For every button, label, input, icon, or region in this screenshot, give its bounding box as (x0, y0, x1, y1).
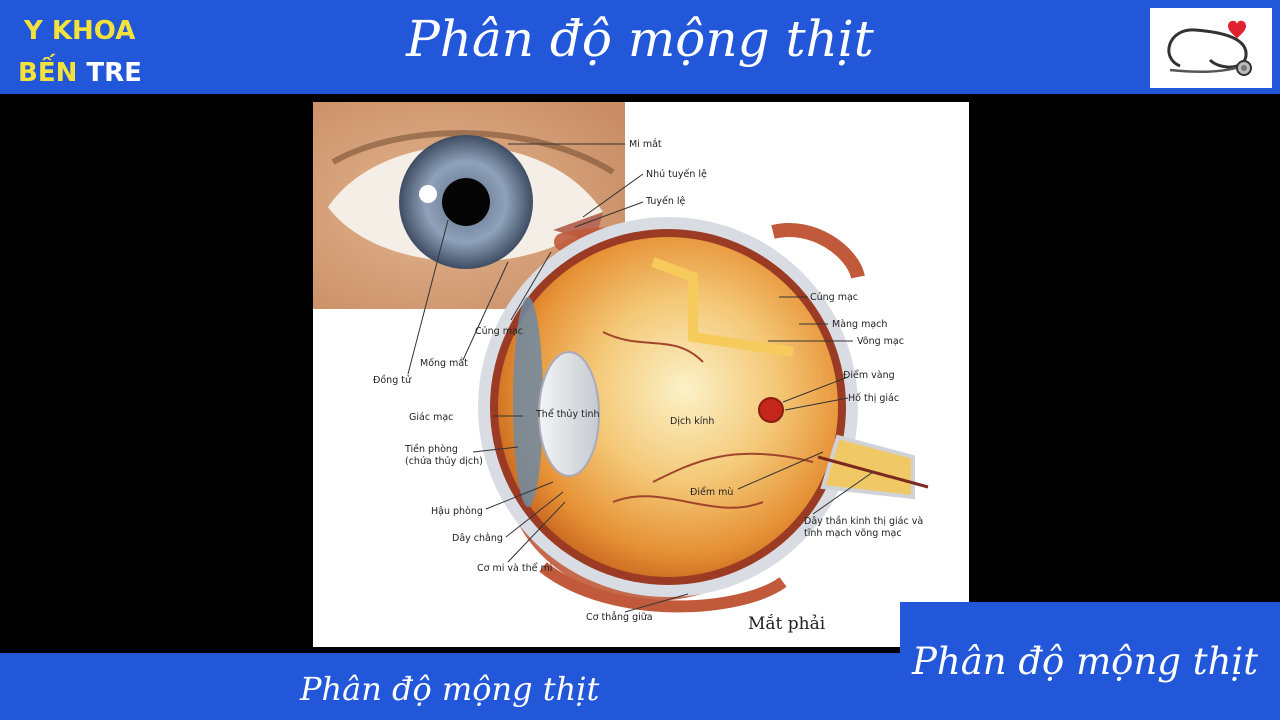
brand-word-tre: TRE (86, 58, 142, 88)
label-co-thang-giua: Cơ thẳng giữa (586, 612, 653, 623)
label-cung-mac-right: Củng mạc (810, 292, 858, 303)
label-giac-mac: Giác mạc (409, 412, 453, 423)
stethoscope-heart-icon (1150, 8, 1272, 88)
label-day-chang: Dây chằng (452, 533, 503, 544)
label-mi-mat: Mi mắt (629, 139, 662, 150)
label-dong-tu: Đồng tử (373, 375, 412, 386)
label-diem-vang: Điểm vàng (843, 370, 895, 381)
label-nhu-tuyen-le: Nhú tuyến lệ (646, 169, 707, 180)
label-tuyen-le: Tuyến lệ (645, 196, 686, 207)
eye-anatomy-diagram: Mi mắt Nhú tuyến lệ Tuyến lệ Củng mạc Mố… (313, 102, 969, 647)
label-day-than-kinh: Dây thần kinh thị giác và (804, 516, 923, 527)
diagram-caption: Mắt phải (748, 614, 826, 634)
eye-photo (313, 102, 625, 309)
label-cung-mac-left: Củng mạc (475, 326, 523, 337)
label-co-mi: Cơ mi và thể mi (477, 563, 552, 574)
brand-line-2: BẾN TRE (18, 58, 142, 88)
label-the-thuy-tinh: Thể thủy tinh (535, 409, 600, 420)
label-tien-phong: Tiền phòng (404, 444, 458, 455)
label-ho-thi-giac: Hố thị giác (848, 393, 899, 404)
brand-line-1: Y KHOA (24, 16, 136, 46)
leader-lines (407, 143, 874, 613)
footer-title: Phân độ mộng thịt (300, 670, 600, 708)
page-title: Phân độ mộng thịt (406, 10, 874, 68)
label-diem-mu: Điểm mù (690, 487, 733, 498)
label-dich-kinh: Dịch kính (670, 416, 714, 427)
corner-box (900, 602, 1280, 720)
footer-bar (0, 653, 923, 720)
corner-title: Phân độ mộng thịt (912, 640, 1259, 683)
label-hau-phong: Hậu phòng (431, 506, 483, 517)
label-tien-phong-sub: (chứa thủy dịch) (405, 456, 483, 467)
eyeball-cross-section (478, 217, 929, 613)
label-vong-mac: Võng mạc (857, 336, 904, 347)
brand-logo-text: Y KHOA BẾN TRE (18, 10, 142, 94)
label-mang-mach: Màng mạch (832, 319, 887, 330)
label-mong-mat: Mống mắt (420, 358, 468, 369)
brand-word-ben: BẾN (18, 58, 78, 88)
header-bar: Y KHOA BẾN TRE Phân độ mộng thịt (0, 0, 1280, 94)
label-day-than-kinh-sub: tĩnh mạch võng mạc (804, 528, 902, 539)
